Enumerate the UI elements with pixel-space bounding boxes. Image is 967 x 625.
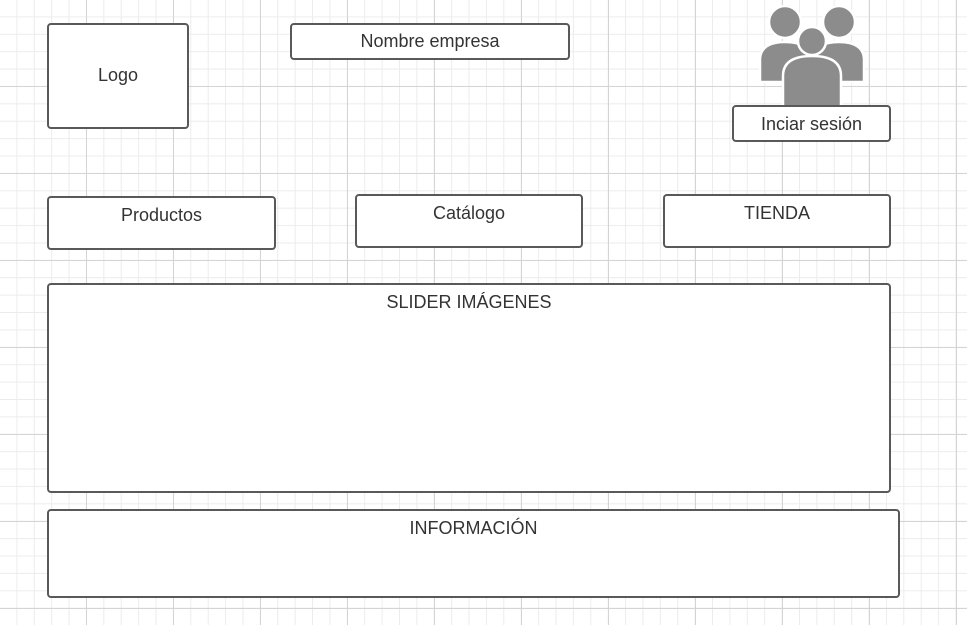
- slider-label: SLIDER IMÁGENES: [386, 292, 552, 312]
- image-slider[interactable]: SLIDER IMÁGENES: [47, 283, 891, 493]
- info-section: INFORMACIÓN: [47, 509, 900, 598]
- nav-item-tienda[interactable]: TIENDA: [663, 194, 891, 248]
- login-button[interactable]: Inciar sesión: [732, 105, 891, 142]
- login-label: Inciar sesión: [760, 114, 863, 134]
- nav-item-label: Productos: [120, 205, 203, 225]
- nav-item-label: TIENDA: [743, 203, 810, 223]
- logo-label: Logo: [97, 65, 139, 85]
- info-label: INFORMACIÓN: [409, 518, 538, 538]
- company-name-placeholder: Nombre empresa: [290, 23, 570, 60]
- company-name-label: Nombre empresa: [360, 31, 500, 51]
- nav-item-label: Catálogo: [432, 203, 506, 223]
- logo-placeholder[interactable]: Logo: [47, 23, 189, 129]
- nav-item-productos[interactable]: Productos: [47, 196, 276, 250]
- nav-item-catalogo[interactable]: Catálogo: [355, 194, 583, 248]
- users-icon[interactable]: [758, 4, 866, 108]
